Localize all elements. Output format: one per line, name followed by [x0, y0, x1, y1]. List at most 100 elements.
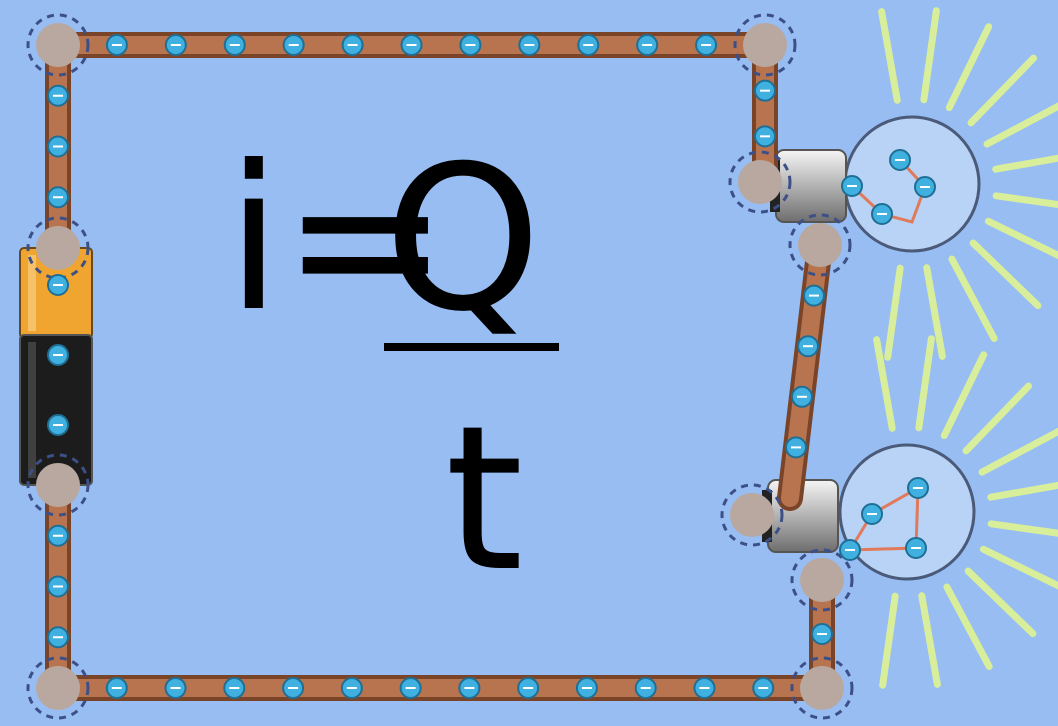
light-ray [987, 481, 1058, 501]
light-rays [873, 7, 1058, 689]
light-ray [987, 520, 1058, 537]
light-ray [969, 239, 1042, 310]
electron-icon [164, 34, 187, 56]
junction-ring [790, 548, 854, 612]
electron-icon [693, 677, 716, 699]
electron-icon [400, 34, 423, 56]
junction-ring [26, 453, 90, 517]
electron-icon [752, 677, 775, 699]
light-ray [945, 23, 993, 112]
light-ray [983, 102, 1058, 148]
electron-icon [282, 34, 305, 56]
wire-junction-icon [36, 463, 80, 507]
electron-icon [105, 34, 128, 56]
light-ray [884, 264, 904, 361]
electron-icon [695, 34, 718, 56]
wire-junction-icon [743, 23, 787, 67]
electron-icon [458, 677, 481, 699]
electron-icon [282, 677, 305, 699]
electron-icon [105, 677, 128, 699]
formula-numerator: Q [384, 123, 542, 356]
electron-icon [47, 626, 69, 649]
electron-icon [164, 677, 187, 699]
wire-junction-icon [800, 558, 844, 602]
light-ray [967, 54, 1038, 127]
light-bulb-icon-top [770, 115, 981, 253]
light-ray [873, 336, 896, 432]
light-ray [943, 583, 993, 671]
light-ray [920, 7, 940, 104]
light-ray [984, 217, 1058, 260]
electron-icon [340, 677, 363, 699]
electron-icon [47, 344, 69, 366]
light-ray [964, 567, 1037, 638]
electron-icon [905, 537, 927, 559]
wire-junction-icon [738, 160, 782, 204]
light-ray [879, 592, 899, 689]
electron-icon [518, 34, 541, 56]
wire-junction-icon [36, 666, 80, 710]
electron-icon [517, 677, 540, 699]
electron-icon [754, 79, 776, 102]
light-ray [948, 255, 998, 343]
bulb-socket-icon [775, 149, 847, 223]
electron-icon [47, 524, 69, 547]
electron-icon [47, 575, 69, 598]
electron-icon [754, 125, 776, 148]
light-ray [992, 192, 1058, 209]
electron-icon [47, 186, 69, 209]
junction-ring [26, 216, 90, 280]
light-ray [878, 8, 901, 104]
junction-ring [26, 13, 90, 77]
electron-icon [47, 274, 69, 296]
wire-junction-icon [798, 223, 842, 267]
electron-icon [861, 503, 883, 525]
junction-ring [728, 150, 792, 214]
formula-denominator: t [445, 383, 524, 616]
light-ray [992, 154, 1058, 173]
junction-ring [720, 483, 784, 547]
light-ray [979, 545, 1058, 590]
light-bulb-icon-bottom [762, 443, 976, 581]
wire-junction-icon [800, 666, 844, 710]
electron-icon [803, 284, 825, 307]
electron-icon [914, 176, 936, 198]
wire-junction-icon [730, 493, 774, 537]
light-ray [978, 427, 1058, 476]
electron-icon [223, 677, 246, 699]
electron-icon [791, 385, 813, 408]
formula-lhs: i= [226, 123, 450, 356]
wire-junction-icon [36, 23, 80, 67]
electron-icon [839, 539, 861, 561]
electron-icon [811, 623, 833, 645]
electron-icon [341, 34, 364, 56]
fraction-bar [384, 343, 559, 351]
electron-icon [634, 677, 657, 699]
light-ray [915, 335, 935, 432]
light-ray [940, 351, 988, 440]
junction-ring [26, 656, 90, 720]
junction-ring [733, 13, 797, 77]
electron-icon [841, 175, 863, 197]
electron-icon [47, 414, 69, 436]
light-ray [962, 382, 1033, 455]
electron-icon [575, 677, 598, 699]
junction-ring [790, 656, 854, 720]
wire-junctions [26, 13, 854, 720]
light-ray [918, 592, 941, 688]
wire-junction-icon [36, 226, 80, 270]
junction-ring [788, 213, 852, 277]
electron-icon [907, 477, 929, 499]
electrons [47, 34, 936, 699]
electron-icon [785, 436, 807, 459]
electron-icon [399, 677, 422, 699]
electron-icon [577, 34, 600, 56]
electron-icon [636, 34, 659, 56]
electron-icon [47, 135, 69, 158]
electron-icon [47, 84, 69, 107]
electron-icon [889, 149, 911, 171]
electron-icon [797, 335, 819, 358]
electron-icon [223, 34, 246, 56]
